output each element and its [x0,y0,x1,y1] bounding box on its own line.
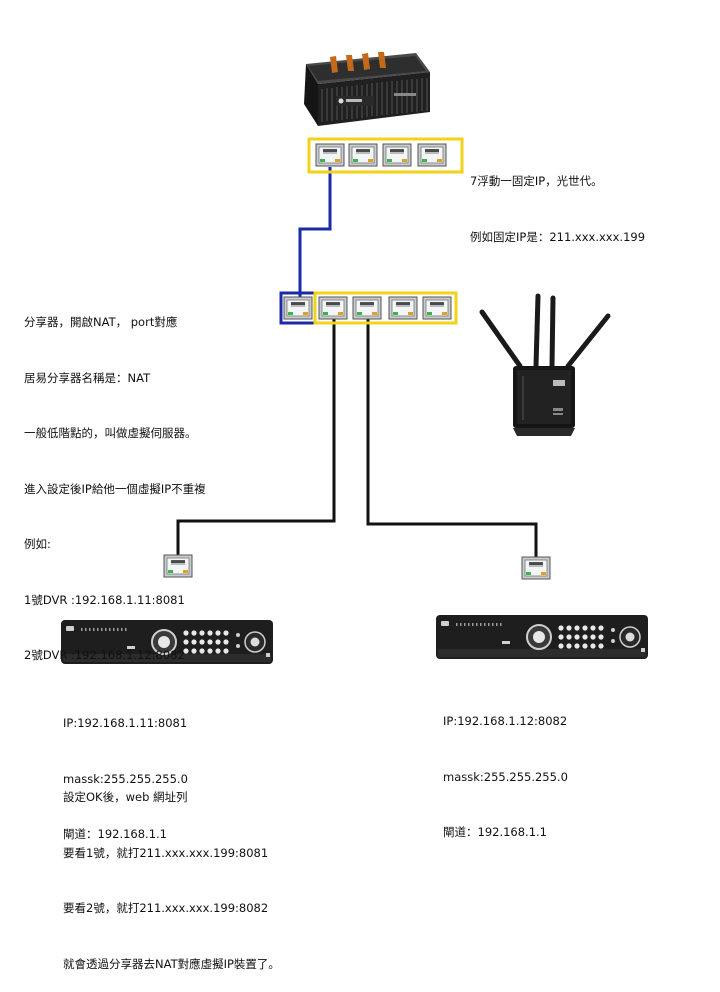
dvr1-note: IP:192.168.1.11:8081 massk:255.255.255.0… [63,677,188,862]
router-note: 分享器，開啟NAT， port對應 居易分享器名稱是：NAT 一般低階點的，叫做… [24,276,206,683]
dvr2-note: IP:192.168.1.12:8082 massk:255.255.255.0… [443,675,568,860]
router-note-line: 分享器，開啟NAT， port對應 [24,315,178,329]
router-note-line: 2號DVR :192.168.1.12:8082 [24,648,185,662]
rj45-port-icon [422,296,452,320]
rj45-port-icon [417,143,447,167]
rj45-port-icon [318,296,348,320]
modem-note-line: 7浮動一固定IP，光世代。 [470,174,603,188]
summary-note-line: 要看2號，就打211.xxx.xxx.199:8082 [63,901,269,915]
dvr2-note-line: massk:255.255.255.0 [443,769,568,784]
dvr1-note-line: massk:255.255.255.0 [63,771,188,786]
router-note-line: 居易分享器名稱是：NAT [24,370,151,385]
router-note-line: 例如: [24,537,51,551]
summary-note: 設定OK後，web 網址列 要看1號，就打211.xxx.xxx.199:808… [63,751,280,992]
rj45-port-icon [352,296,382,320]
lan-cable-dvr1 [176,306,336,564]
rj45-port-icon [382,143,412,167]
summary-note-line: 要看1號，就打211.xxx.xxx.199:8081 [63,845,269,860]
dvr2-recorder-icon [435,614,649,660]
dvr1-note-line: 閘道：192.168.1.1 [63,827,167,841]
lan-cable-dvr2 [366,306,538,566]
modem-port-group [307,137,464,174]
network-diagram [60,52,649,665]
wan-port-icon [283,296,313,320]
router-note-line: 進入設定後IP給他一個虛擬IP不重複 [24,481,206,496]
dvr2-note-line: IP:192.168.1.12:8082 [443,714,568,728]
modem-note-line: 例如固定IP是：211.xxx.xxx.199 [470,229,646,244]
modem-note: 7浮動一固定IP，光世代。 例如固定IP是：211.xxx.xxx.199 [470,135,645,265]
fiber-modem-icon [304,52,430,126]
wifi-router-icon [479,293,611,436]
summary-note-line: 就會透過分享器去NAT對應虛擬IP裝置了。 [63,956,280,971]
dvr2-rj45-port-icon [521,556,551,580]
rj45-port-icon [388,296,418,320]
summary-note-line: 設定OK後，web 網址列 [63,790,188,804]
router-port-group [279,291,458,325]
router-note-line: 1號DVR :192.168.1.11:8081 [24,592,185,607]
wan-cable [298,167,332,304]
rj45-port-icon [348,143,378,167]
dvr1-note-line: IP:192.168.1.11:8081 [63,716,188,730]
dvr2-note-line: 閘道：192.168.1.1 [443,825,547,839]
router-note-line: 一般低階點的，叫做虛擬伺服器。 [24,426,197,440]
rj45-port-icon [315,143,345,167]
